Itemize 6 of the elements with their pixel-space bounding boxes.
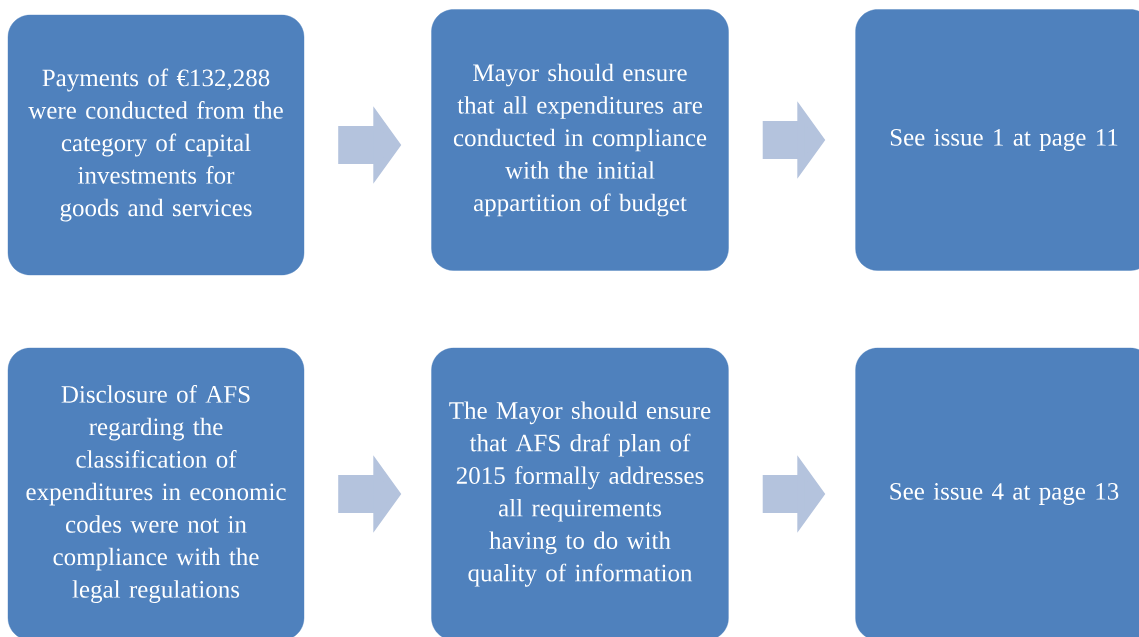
process-box: Mayor should ensure that all expenditures are conducted in compliance with the initial appartition of budget [431,9,729,271]
process-box: See issue 4 at page 13 [855,347,1139,637]
process-box: Payments of €132,288 were conducted from the category of capital investments for goods and services [7,14,305,276]
process-box: The Mayor should ensure that AFS draf plan of 2015 formally addresses all requirements having to do with quality of information [431,347,729,637]
process-box: Disclosure of AFS regarding the classification of expenditures in economic codes were not in compliance with the legal regulations [7,347,305,637]
process-box: See issue 1 at page 11 [855,9,1139,271]
